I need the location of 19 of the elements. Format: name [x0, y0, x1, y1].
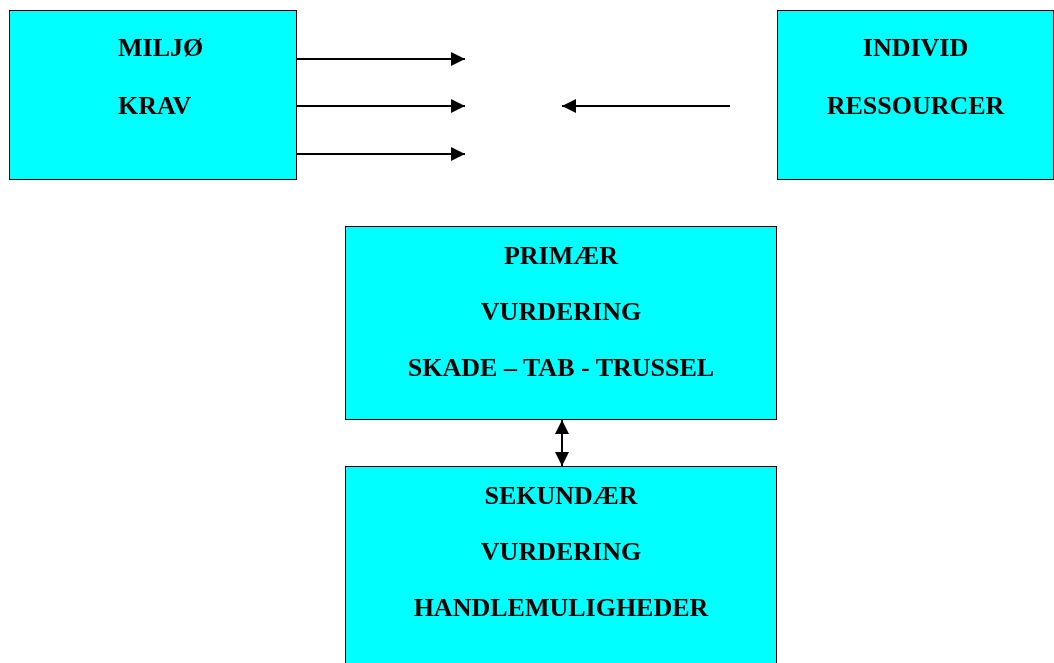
box-text: KRAV [118, 91, 192, 121]
process-box [345, 226, 777, 420]
arrow [296, 52, 466, 66]
box-text: VURDERING [480, 537, 642, 567]
box-text: HANDLEMULIGHEDER [413, 593, 709, 623]
box-text: RESSOURCER [826, 91, 1005, 121]
box-text: VURDERING [480, 297, 642, 327]
arrow [561, 99, 731, 113]
box-text: MILJØ [118, 33, 204, 63]
box-text: SKADE – TAB - TRUSSEL [407, 353, 715, 383]
arrow [555, 419, 569, 467]
arrow [296, 147, 466, 161]
process-box [9, 10, 297, 180]
process-box [777, 10, 1054, 180]
box-text: SEKUNDÆR [484, 481, 638, 511]
box-text: INDIVID [862, 33, 969, 63]
process-box [345, 466, 777, 663]
box-text: PRIMÆR [503, 241, 619, 271]
arrow [296, 99, 466, 113]
